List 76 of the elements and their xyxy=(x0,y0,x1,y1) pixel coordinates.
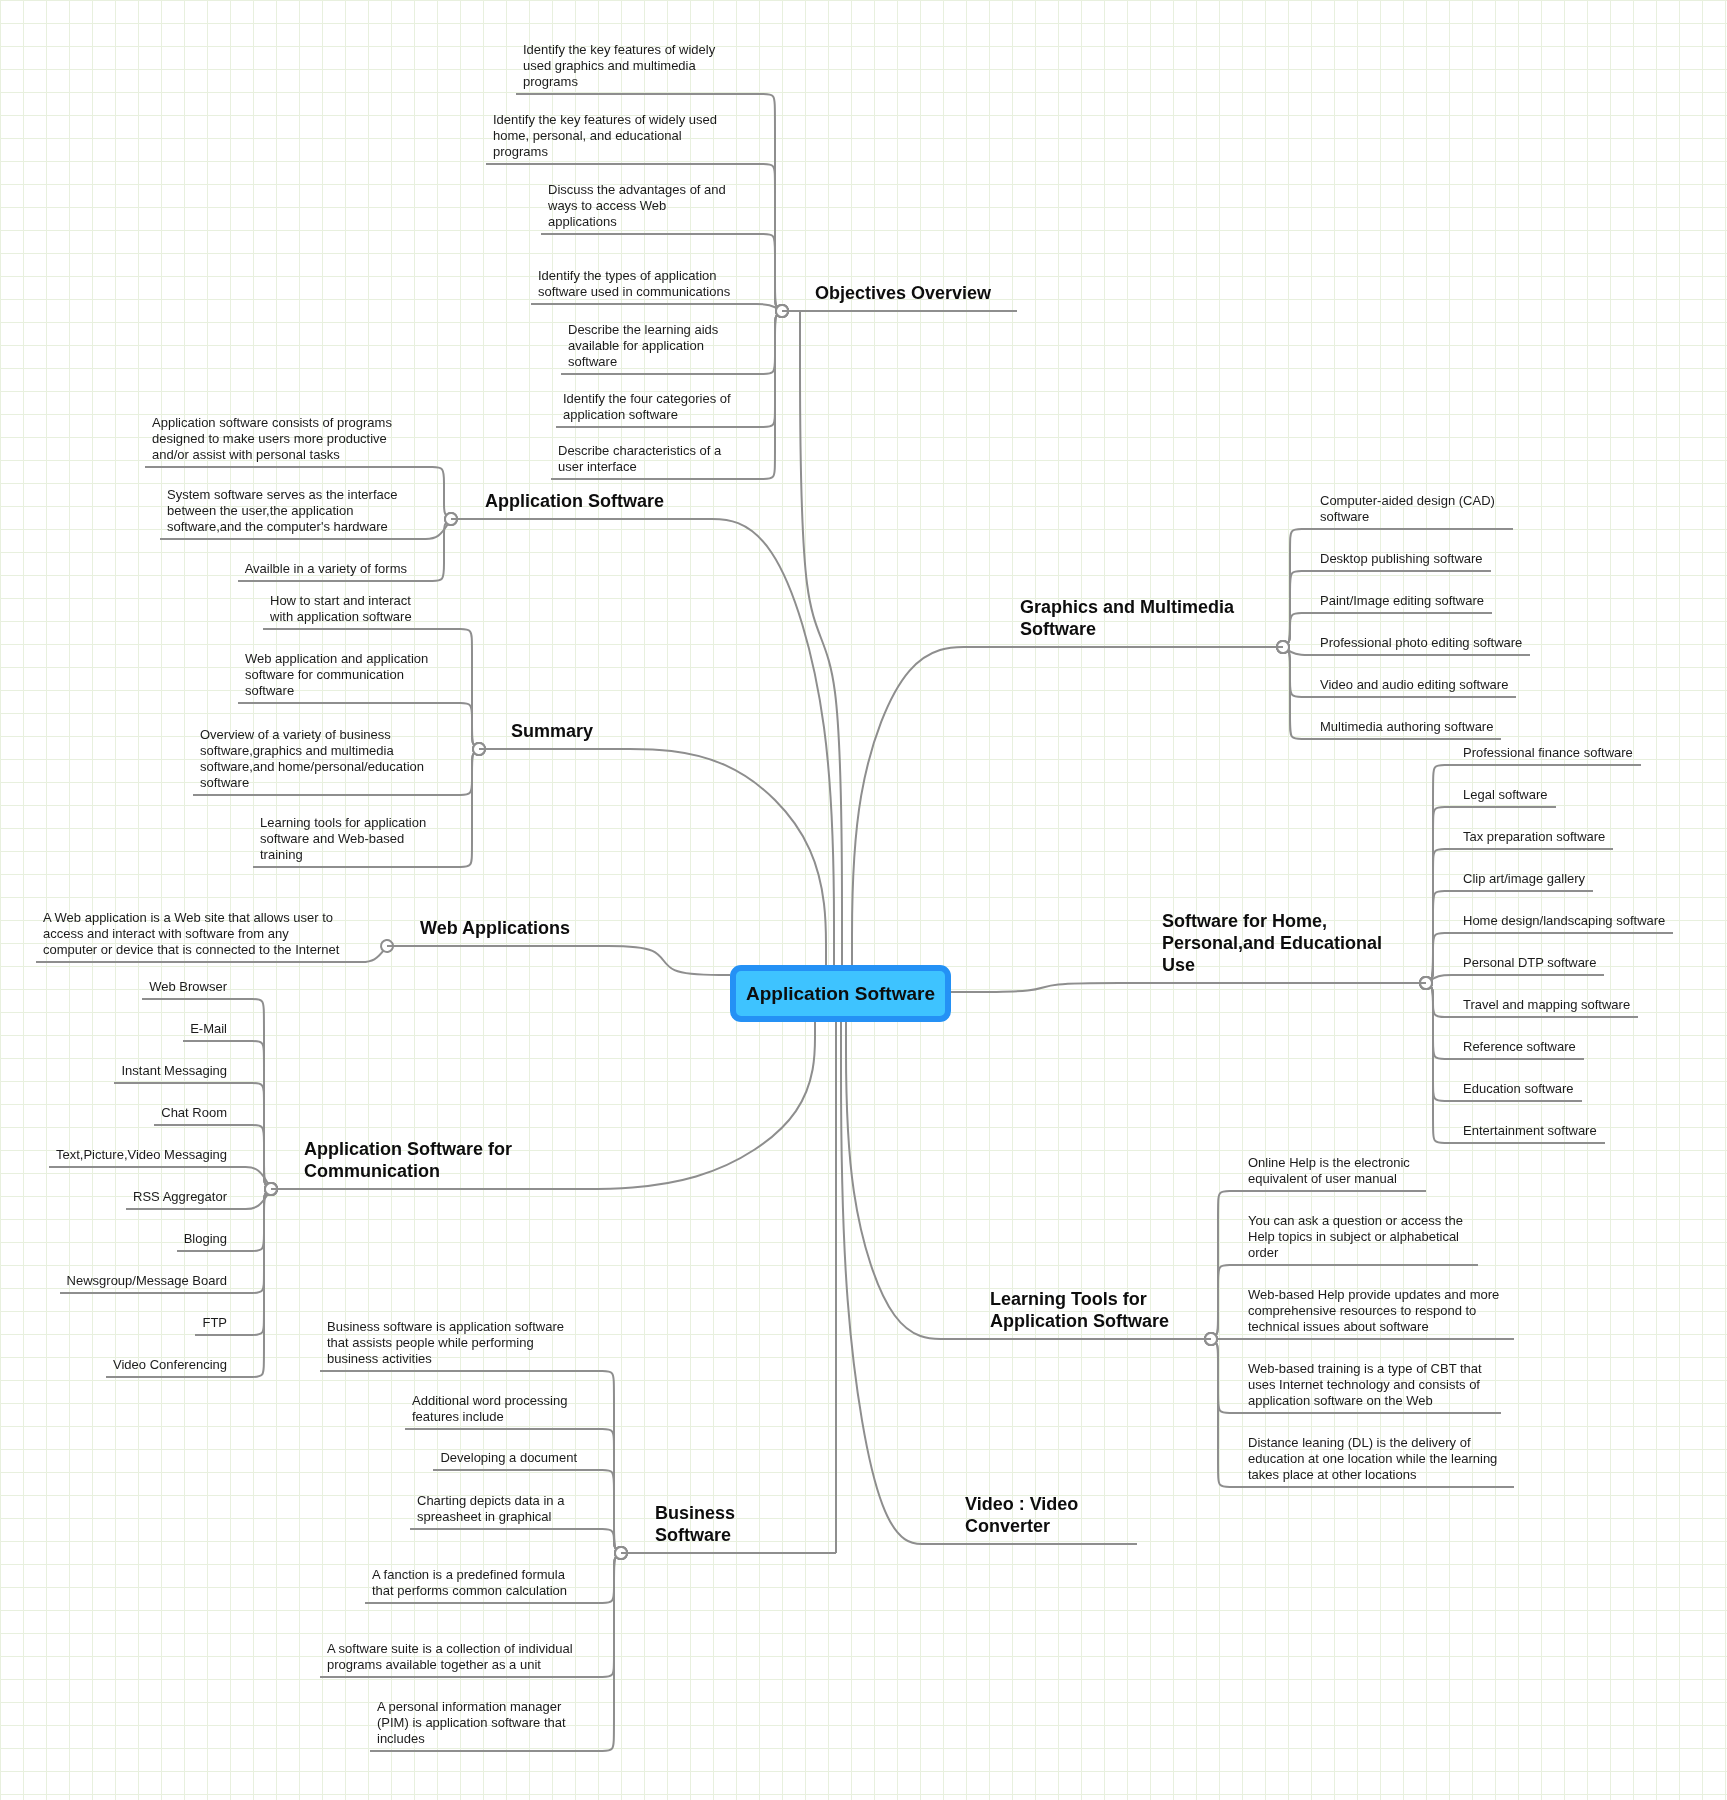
subtopic-label: A Web application is a Web site that allows user to access and interact with software from any computer or device that is connected to the Internet xyxy=(36,910,359,963)
subtopic-label: Video Conferencing xyxy=(106,1357,243,1378)
branch-line xyxy=(609,748,827,966)
subtopic-label: Discuss the advantages of and ways to access Web applications xyxy=(541,182,754,235)
subtopic-label: E-Mail xyxy=(183,1021,243,1042)
branch-line xyxy=(845,1021,951,1340)
branch-line xyxy=(950,982,1136,993)
subtopic-label: Describe characteristics of a user interface xyxy=(551,443,754,480)
subtopic-label: Reference software xyxy=(1454,1039,1584,1060)
subtopic-label: Bloging xyxy=(176,1231,243,1252)
subtopic-label: Clip art/image gallery xyxy=(1454,871,1594,892)
subtopic-label: Additional word processing features include xyxy=(405,1393,593,1430)
topic-label: Web Applications xyxy=(387,917,597,947)
subtopic-label: Availble in a variety of forms xyxy=(237,561,423,582)
subtopic-label: Paint/Image editing software xyxy=(1311,593,1493,614)
subtopic-label: A personal information manager (PIM) is application software that includes xyxy=(370,1699,593,1752)
subtopic-label: A fanction is a predefined formula that performs common calculation xyxy=(365,1567,593,1604)
subtopic-label: Application software consists of programs designed to make users more productive and/or assist with personal tasks xyxy=(145,415,423,468)
branch-line xyxy=(835,1021,837,1554)
subtopic-label: Multimedia authoring software xyxy=(1311,719,1502,740)
topic-label: Summary xyxy=(479,720,610,750)
subtopic-label: Personal DTP software xyxy=(1454,955,1605,976)
topic-label: Video : Video Converter xyxy=(930,1493,1137,1545)
subtopic-label: Identify the key features of widely used home, personal, and educational programs xyxy=(486,112,754,165)
subtopic-label: System software serves as the interface between the user,the application software,and the computer's hardware xyxy=(160,487,423,540)
subtopic-label: Chat Room xyxy=(154,1105,243,1126)
topic-label: Application Software for Communication xyxy=(271,1138,560,1190)
subtopic-label: Computer-aided design (CAD) software xyxy=(1311,493,1513,530)
subtopic-label: Travel and mapping software xyxy=(1454,997,1639,1018)
subtopic-label: Identify the key features of widely used graphics and multimedia programs xyxy=(516,42,754,95)
topic-label: Objectives Overview xyxy=(782,282,1017,312)
subtopic-label: Charting depicts data in a spreasheet in graphical xyxy=(410,1493,593,1530)
branch-line xyxy=(851,646,976,966)
subtopic-label: Education software xyxy=(1454,1081,1582,1102)
branch-line xyxy=(799,310,843,966)
subtopic-label: Online Help is the electronic equivalent of user manual xyxy=(1239,1155,1426,1192)
branch-line xyxy=(559,1021,816,1190)
subtopic-label: Web application and application software for communication software xyxy=(238,651,451,704)
subtopic-label: Identify the four categories of application software xyxy=(556,391,754,428)
branch-line xyxy=(1204,1332,1240,1346)
subtopic-label: Legal software xyxy=(1454,787,1556,808)
subtopic-label: Learning tools for application software and Web-based training xyxy=(253,815,451,868)
subtopic-label: Web Browser xyxy=(142,979,243,1000)
subtopic-label: A software suite is a collection of individual programs available together as a unit xyxy=(320,1641,593,1678)
subtopic-label: Tax preparation software xyxy=(1454,829,1614,850)
subtopic-label: Home design/landscaping software xyxy=(1454,913,1674,934)
subtopic-label: FTP xyxy=(195,1315,243,1336)
subtopic-label: You can ask a question or access the Help topics in subject or alphabetical order xyxy=(1239,1213,1478,1266)
central-topic: Application Software xyxy=(730,965,951,1022)
subtopic-label: Professional finance software xyxy=(1454,745,1641,766)
branch-line xyxy=(596,945,731,976)
subtopic-label: Web-based training is a type of CBT that uses Internet technology and consists of application software on the Web xyxy=(1239,1361,1501,1414)
branch-line xyxy=(358,939,394,963)
subtopic-label: Describe the learning aids available for application software xyxy=(561,322,754,375)
subtopic-label: Distance leaning (DL) is the delivery of education at one location while the learning takes place at other locations xyxy=(1239,1435,1514,1488)
subtopic-label: Newsgroup/Message Board xyxy=(59,1273,243,1294)
subtopic-label: Business software is application software that assists people while performing business activities xyxy=(320,1319,593,1372)
topic-label: Business Software xyxy=(621,1502,836,1554)
subtopic-label: Developing a document xyxy=(433,1450,593,1471)
subtopic-label: Instant Messaging xyxy=(114,1063,243,1084)
subtopic-label: RSS Aggregator xyxy=(126,1189,243,1210)
subtopic-label: Video and audio editing software xyxy=(1311,677,1517,698)
topic-label: Learning Tools for Application Software xyxy=(950,1288,1211,1340)
branch-line xyxy=(699,518,835,966)
subtopic-label: Identify the types of application software used in communications xyxy=(531,268,754,305)
subtopic-label: Professional photo editing software xyxy=(1311,635,1531,656)
subtopic-label: How to start and interact with application software xyxy=(263,593,451,630)
topic-label: Application Software xyxy=(451,490,700,520)
subtopic-label: Entertainment software xyxy=(1454,1123,1605,1144)
branch-line xyxy=(840,1021,931,1545)
subtopic-label: Overview of a variety of business software,graphics and multimedia software,and home/personal/education software xyxy=(193,727,451,796)
topic-label: Graphics and Multimedia Software xyxy=(975,596,1283,648)
subtopic-label: Web-based Help provide updates and more comprehensive resources to respond to technical issues about software xyxy=(1239,1287,1514,1340)
topic-label: Software for Home, Personal,and Educational Use xyxy=(1135,910,1426,984)
subtopic-label: Text,Picture,Video Messaging xyxy=(48,1147,243,1168)
subtopic-label: Desktop publishing software xyxy=(1311,551,1491,572)
